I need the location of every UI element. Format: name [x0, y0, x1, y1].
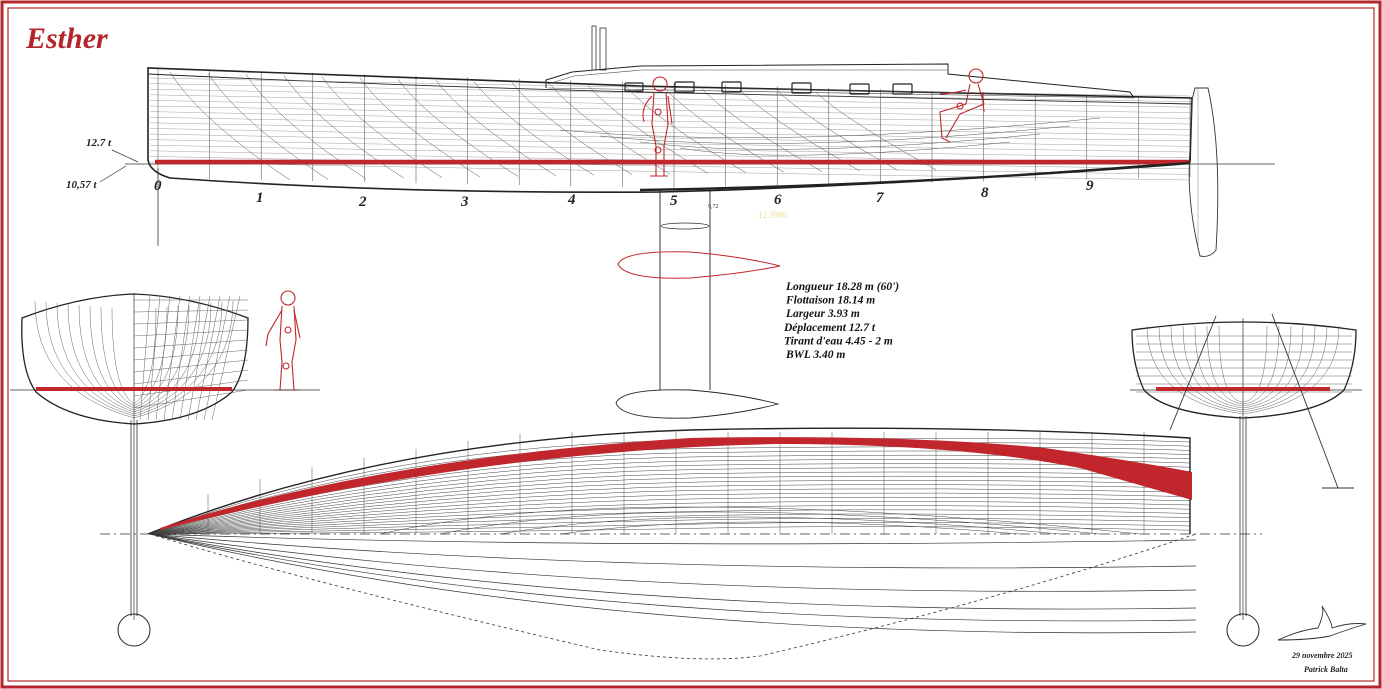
- station-label: 3: [460, 194, 469, 210]
- section-outline-left: [21, 293, 249, 425]
- keel-bulb-section: [615, 389, 780, 419]
- bulb-right: [1226, 613, 1260, 647]
- body-plan-left: [10, 293, 320, 647]
- profile-view: [125, 25, 1275, 419]
- spec-line: BWL 3.40 m: [785, 349, 845, 361]
- station-label: 8: [981, 185, 989, 201]
- station-numbers: 0 1 2 3 4 5 6 7 8 9: [154, 178, 1094, 210]
- spec-line: Déplacement 12.7 t: [783, 322, 876, 334]
- plan-view: [100, 427, 1262, 660]
- keel-foil-section-red: [617, 251, 781, 279]
- author-text: Patrick Balta: [1304, 665, 1348, 674]
- portlights: [624, 81, 913, 95]
- specifications: Longueur 18.28 m (60') Flottaison 18.14 m…: [783, 281, 899, 361]
- displacement-lower: 10,57 t: [66, 179, 98, 191]
- displacement-marks: 12.7 t 10,57 t: [66, 137, 139, 191]
- crew-figure-seated-profile: [939, 68, 985, 143]
- spec-line: Flottaison 18.14 m: [785, 295, 875, 307]
- station-label: 1: [256, 190, 264, 206]
- mast-stub: [591, 25, 597, 71]
- spec-line: Largeur 3.93 m: [785, 308, 860, 320]
- section-outline-right: [1131, 321, 1357, 419]
- station-label: 4: [567, 192, 576, 208]
- bulb-left: [117, 613, 151, 647]
- date-text: 29 novembre 2025: [1291, 651, 1352, 660]
- plan-deck-outline: [147, 427, 1191, 535]
- rudder: [1188, 87, 1219, 257]
- crew-figure-standing-profile: [642, 76, 673, 177]
- crew-figure-section: [265, 290, 301, 391]
- inner-border: [7, 7, 1375, 682]
- plan-dashed-keel-line: [149, 533, 1197, 660]
- station-label: 2: [358, 194, 367, 210]
- station-label: 7: [876, 190, 884, 206]
- station-label: 6: [774, 192, 782, 208]
- ghost-label: 12.3986: [758, 210, 788, 220]
- spec-line: Tirant d'eau 4.45 - 2 m: [784, 335, 893, 347]
- drawing-title: Esther: [25, 22, 108, 55]
- coachroof: [545, 63, 1135, 99]
- mark-small: 9,72: [708, 204, 719, 210]
- station-label: 9: [1086, 178, 1094, 194]
- body-plan-right: [1130, 313, 1362, 647]
- keel-top-section: [660, 222, 710, 230]
- plan-red-band: [160, 437, 1192, 530]
- displacement-upper: 12.7 t: [86, 137, 112, 149]
- spec-line: Longueur 18.28 m (60'): [785, 281, 899, 293]
- signature-bird: [1277, 605, 1367, 641]
- station-label: 5: [670, 193, 678, 209]
- station-label: 0: [154, 178, 162, 194]
